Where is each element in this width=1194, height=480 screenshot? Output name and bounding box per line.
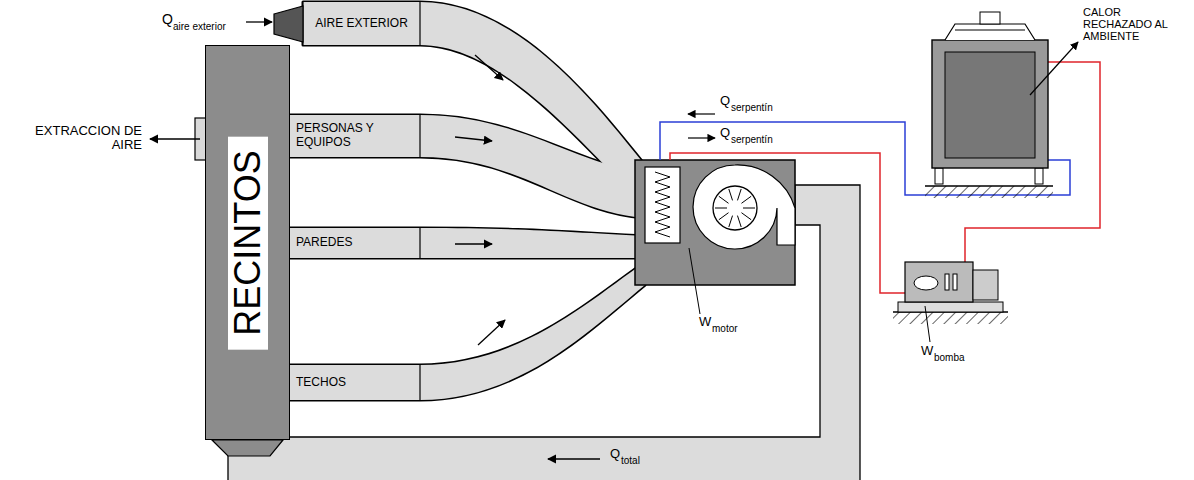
flow-arrow: [688, 137, 715, 138]
duct-label-box: TECHOS: [290, 365, 420, 400]
subscript: motor: [712, 323, 738, 334]
flow-arrow: [548, 458, 600, 459]
leader-line: [689, 248, 700, 314]
duct-label-box: PERSONAS Y EQUIPOS: [290, 115, 420, 157]
air-handling-unit: [635, 160, 795, 285]
fan-wheel: [713, 186, 757, 230]
coil-winding: [655, 172, 670, 237]
symbol: Q: [162, 12, 173, 27]
pump: [893, 262, 1008, 324]
room-block: RECINTOS: [205, 45, 290, 440]
flow-arrow: [150, 138, 200, 139]
fan-blades: [715, 189, 755, 227]
duct-label: TECHOS: [296, 376, 414, 390]
intake-cone: [274, 6, 303, 42]
duct-label: PERSONAS Y EQUIPOS: [296, 122, 414, 150]
duct-label: PAREDES: [296, 236, 414, 250]
flow-arrow: [688, 113, 715, 114]
coil: [645, 167, 680, 243]
leader-line: [925, 306, 930, 342]
symbol: W: [699, 315, 711, 329]
cooling-tower: [925, 12, 1053, 198]
subscript: total: [621, 455, 640, 466]
fan-housing: [693, 165, 795, 249]
flow-arrow: [246, 21, 272, 22]
hot-pipe: [670, 153, 905, 293]
flow-label: CALOR RECHAZADO AL AMBIENTE: [1083, 6, 1191, 42]
subscript: aire exterior: [173, 21, 226, 32]
duct-label: AIRE EXTERIOR: [309, 17, 414, 31]
load-ducts: [290, 2, 645, 400]
symbol: Q: [610, 447, 620, 461]
symbol: W: [921, 344, 933, 358]
subscript: serpentín: [731, 134, 773, 145]
flow-arrow: [455, 55, 505, 345]
symbol: Q: [720, 126, 730, 140]
subscript: serpentín: [731, 102, 773, 113]
subscript: bomba: [934, 352, 965, 363]
duct-label-box: PAREDES: [290, 228, 420, 258]
room-outlet: [212, 440, 283, 456]
duct-label-box: AIRE EXTERIOR: [303, 2, 420, 45]
heat-arrow: [1030, 42, 1078, 95]
flow-label: EXTRACCION DE AIRE: [2, 124, 142, 153]
room-title: RECINTOS: [228, 136, 268, 349]
symbol: Q: [720, 94, 730, 108]
